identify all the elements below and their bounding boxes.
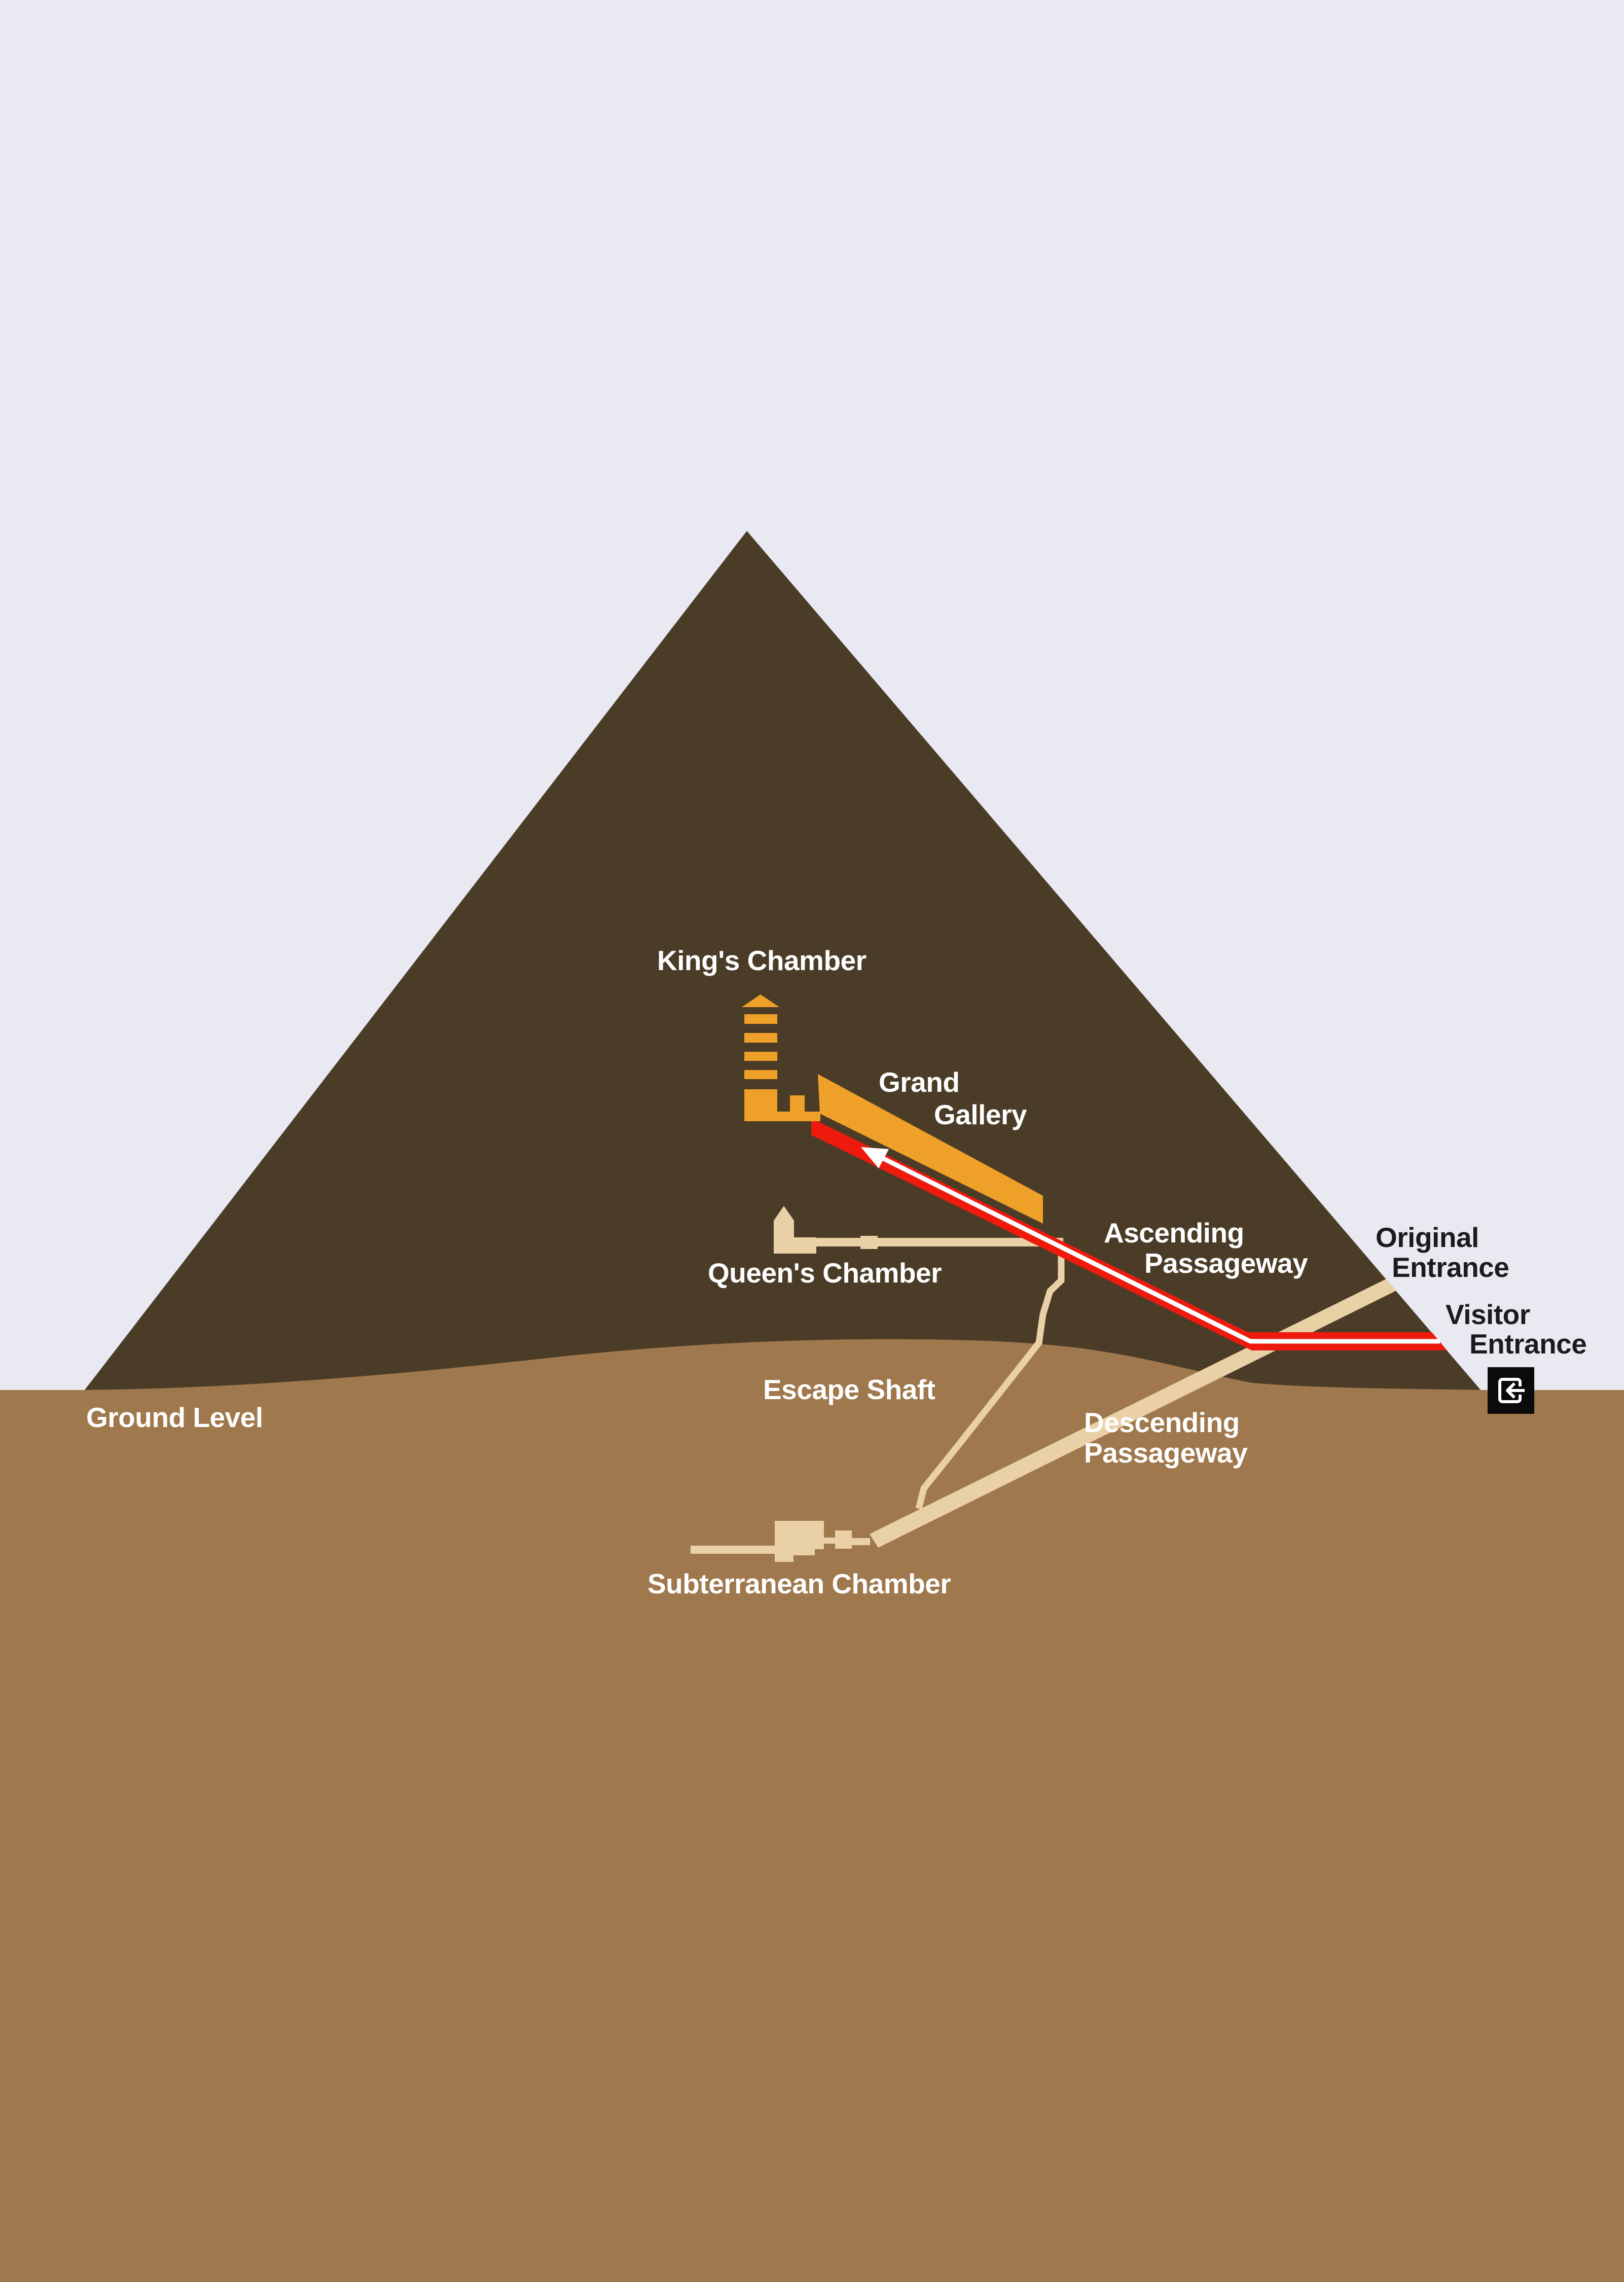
label-descending-line1: Descending <box>1084 1407 1240 1438</box>
queens-passage-step <box>860 1236 878 1249</box>
label-grand-gallery-line2: Gallery <box>934 1099 1027 1130</box>
queens-chamber-shape <box>774 1206 816 1254</box>
queens-passage <box>816 1238 1063 1246</box>
label-visitor-entrance-line2: Entrance <box>1469 1328 1587 1360</box>
enter-icon <box>1498 1378 1525 1403</box>
relieving-slab <box>744 1052 777 1061</box>
label-descending-line2: Passageway <box>1084 1437 1248 1469</box>
grand-gallery-shape <box>818 1074 1043 1224</box>
relieving-slab <box>744 1070 777 1079</box>
label-ascending-line2: Passageway <box>1144 1247 1308 1279</box>
escape-shaft-line <box>915 1242 1065 1510</box>
route-direction <box>861 1147 1440 1344</box>
visitor-entrance-marker <box>1488 1367 1534 1414</box>
label-subterranean-chamber: Subterranean Chamber <box>647 1568 951 1599</box>
label-queens-chamber: Queen's Chamber <box>708 1257 942 1289</box>
subterranean-chamber-shape <box>691 1521 870 1562</box>
ground-surface <box>0 1339 1624 2282</box>
antechamber-block <box>790 1095 805 1112</box>
relieving-roof <box>742 994 779 1007</box>
label-ground-level: Ground Level <box>86 1402 263 1433</box>
label-grand-gallery-line1: Grand <box>879 1066 960 1098</box>
label-kings-chamber: King's Chamber <box>657 945 867 976</box>
label-visitor-entrance-line1: Visitor <box>1446 1299 1530 1330</box>
relieving-slab <box>744 1014 777 1024</box>
kings-chamber-body <box>744 1089 777 1112</box>
label-original-entrance-line2: Entrance <box>1392 1252 1509 1283</box>
label-ascending-line1: Ascending <box>1104 1217 1244 1249</box>
kings-chamber-structures <box>742 994 1043 1224</box>
label-escape-shaft: Escape Shaft <box>763 1374 935 1405</box>
route-line <box>882 1156 1440 1344</box>
label-original-entrance-line1: Original <box>1376 1222 1479 1253</box>
pyramid-silhouette <box>81 531 1485 1395</box>
relieving-slab <box>744 1033 777 1043</box>
kings-chamber-base <box>744 1112 820 1121</box>
route-arrowhead-icon <box>861 1147 889 1168</box>
